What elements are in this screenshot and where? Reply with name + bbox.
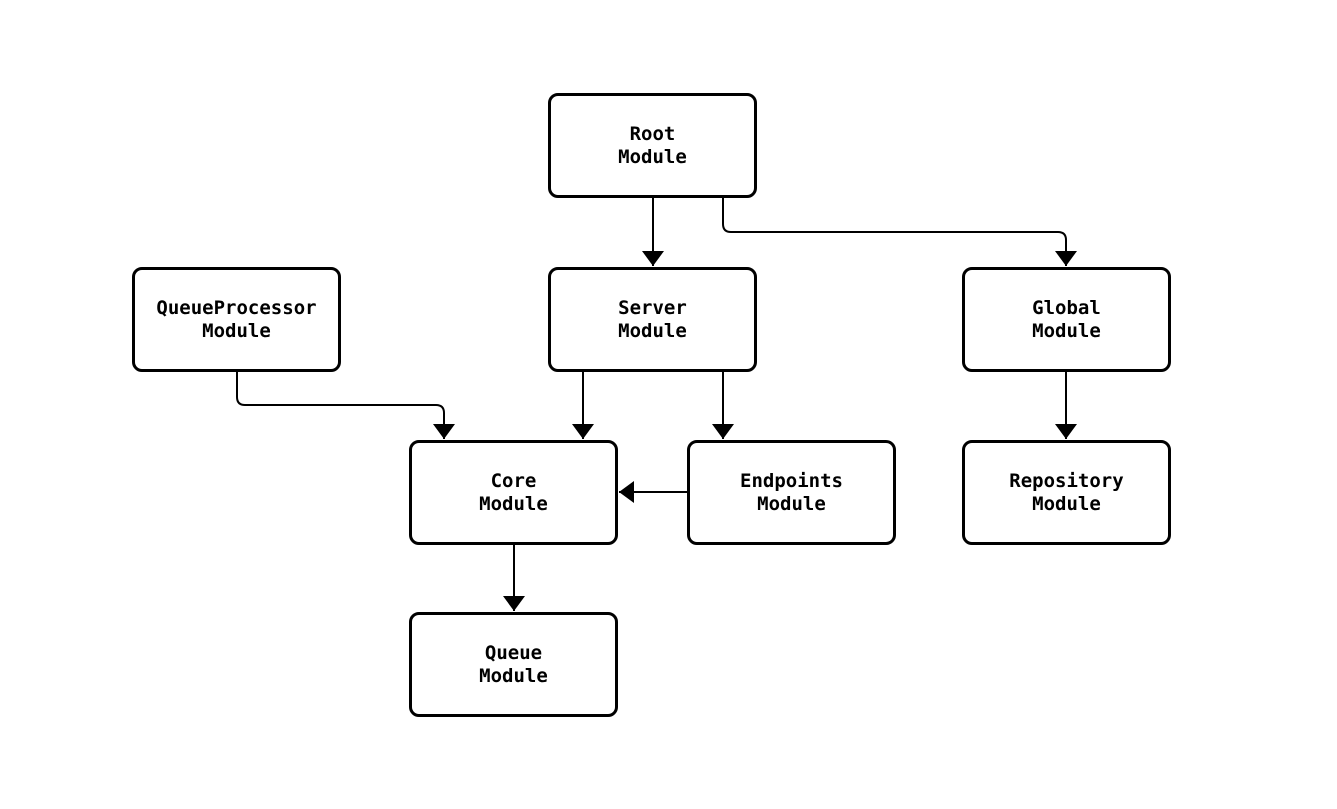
node-queueprocessor-module-label: QueueProcessor Module [156, 296, 317, 342]
edge-queueprocessor-to-core [236, 372, 455, 439]
node-server-module: Server Module [548, 267, 757, 372]
node-global-module-label: Global Module [1032, 296, 1101, 342]
node-core-module-label: Core Module [479, 469, 548, 515]
node-queueprocessor-module: QueueProcessor Module [132, 267, 341, 372]
node-server-module-label: Server Module [618, 296, 687, 342]
node-endpoints-module: Endpoints Module [687, 440, 896, 545]
node-repository-module: Repository Module [962, 440, 1171, 545]
node-endpoints-module-label: Endpoints Module [740, 469, 843, 515]
node-core-module: Core Module [409, 440, 618, 545]
node-root-module: Root Module [548, 93, 757, 198]
node-queue-module-label: Queue Module [479, 641, 548, 687]
node-queue-module: Queue Module [409, 612, 618, 717]
node-root-module-label: Root Module [618, 122, 687, 168]
edge-root-to-global [722, 198, 1077, 266]
node-global-module: Global Module [962, 267, 1171, 372]
node-repository-module-label: Repository Module [1009, 469, 1124, 515]
